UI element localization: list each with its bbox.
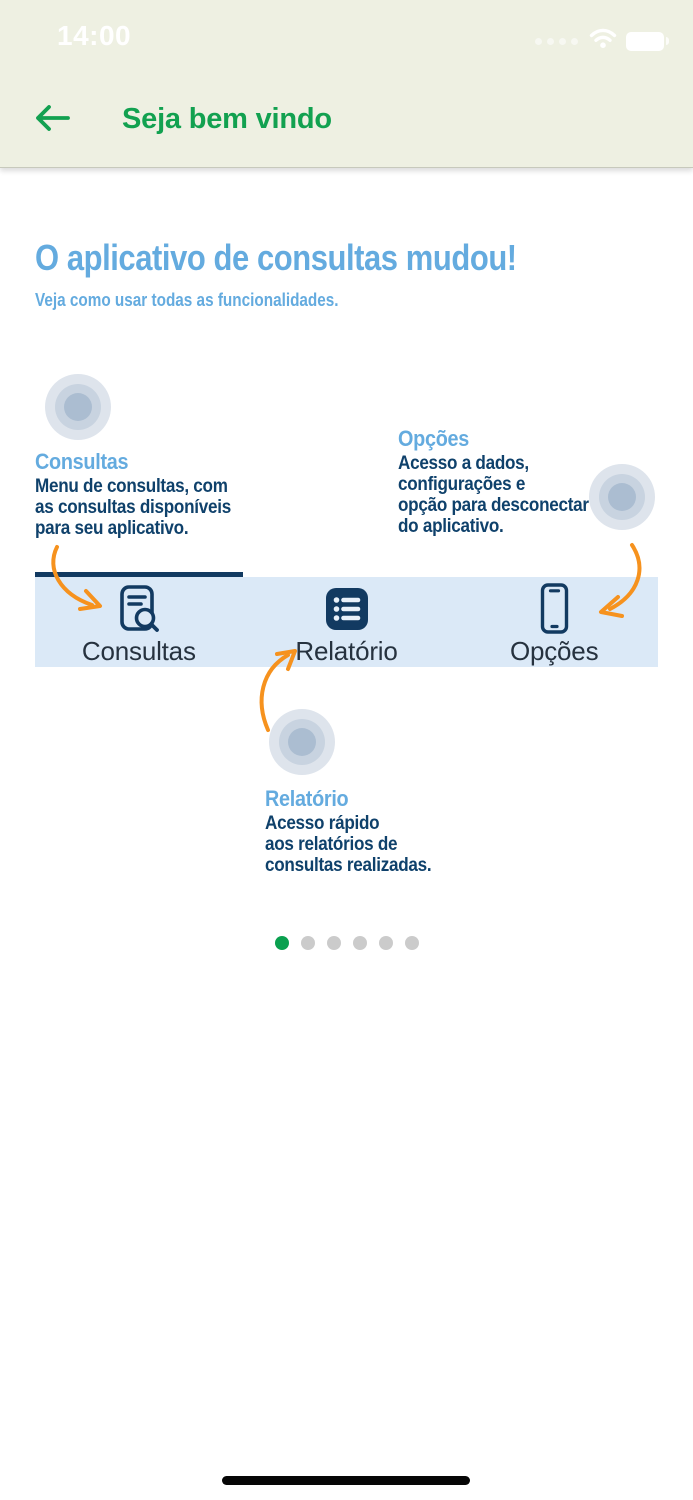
pagination-dot[interactable] bbox=[274, 936, 289, 950]
callout-title-opcoes: Opções bbox=[398, 426, 470, 451]
tab-label-relatorio: Relatório bbox=[295, 636, 398, 666]
intro-title: O aplicativo de consultas mudou! bbox=[35, 237, 517, 278]
pagination-dot[interactable] bbox=[352, 936, 367, 950]
touch-indicator-opcoes bbox=[589, 464, 655, 530]
status-time: 14:00 bbox=[57, 20, 132, 51]
document-search-icon bbox=[115, 585, 162, 633]
callout-desc-consultas: Menu de consultas, com as consultas disp… bbox=[35, 476, 231, 539]
pagination-dot[interactable] bbox=[300, 936, 315, 950]
cellular-signal-icon bbox=[535, 37, 578, 45]
smartphone-icon bbox=[539, 583, 570, 634]
pagination-dot[interactable] bbox=[378, 936, 393, 950]
tab-bar: Consultas Relatório bbox=[35, 577, 658, 667]
back-icon bbox=[33, 104, 71, 136]
callout-title-relatorio: Relatório bbox=[265, 786, 349, 811]
callout-desc-opcoes: Acesso a dados, configurações e opção pa… bbox=[398, 453, 589, 537]
wifi-icon bbox=[589, 28, 617, 54]
callout-desc-relatorio: Acesso rápido aos relatórios de consulta… bbox=[265, 813, 432, 876]
curved-arrow-relatorio bbox=[259, 649, 297, 732]
tab-label-consultas: Consultas bbox=[81, 636, 196, 666]
pagination-dot[interactable] bbox=[326, 936, 341, 950]
tab-label-opcoes: Opções bbox=[509, 636, 599, 666]
battery-icon bbox=[626, 31, 669, 51]
curved-arrow-opcoes bbox=[599, 543, 642, 618]
pagination-dots bbox=[0, 936, 693, 950]
pagination-dot[interactable] bbox=[404, 936, 419, 950]
touch-indicator-consultas bbox=[45, 374, 111, 440]
status-icons bbox=[535, 28, 669, 54]
top-bar: 14:00 Seja bem vindo bbox=[0, 0, 693, 168]
home-indicator[interactable] bbox=[222, 1476, 470, 1485]
list-icon bbox=[324, 585, 370, 633]
tab-relatorio[interactable]: Relatório bbox=[243, 577, 451, 667]
tab-opcoes[interactable]: Opções bbox=[450, 577, 658, 667]
curved-arrow-consultas bbox=[51, 545, 102, 611]
tab-consultas[interactable]: Consultas bbox=[35, 577, 243, 667]
callout-title-consultas: Consultas bbox=[35, 449, 129, 474]
back-button[interactable] bbox=[30, 100, 74, 138]
intro-subtitle: Veja como usar todas as funcionalidades. bbox=[35, 290, 339, 310]
page-title: Seja bem vindo bbox=[122, 103, 332, 135]
active-tab-indicator bbox=[35, 572, 243, 577]
touch-indicator-relatorio bbox=[269, 709, 335, 775]
